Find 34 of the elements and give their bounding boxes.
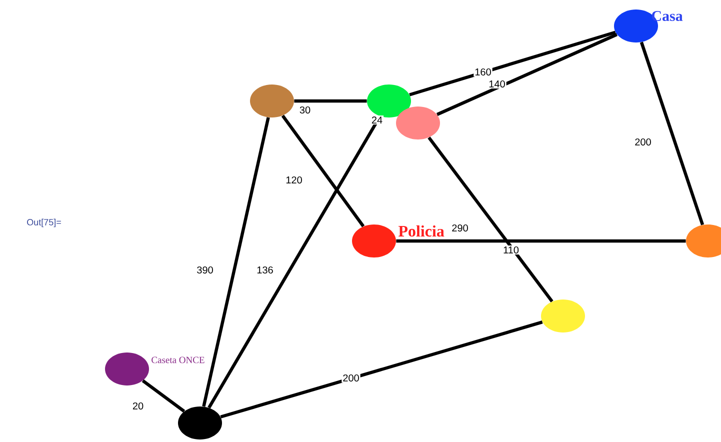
edge-label: 30 — [298, 105, 312, 115]
graph-vertex — [178, 406, 222, 440]
edge-line — [202, 117, 270, 407]
graph-vertex — [352, 224, 396, 258]
graph-vertex — [686, 224, 721, 258]
node-caption: Casa — [652, 10, 683, 22]
node-caption: Policia — [398, 225, 444, 237]
edge-label: 390 — [196, 265, 214, 275]
graph-vertex — [541, 299, 585, 332]
edge-label: 110 — [502, 245, 520, 255]
graph-vertex — [250, 84, 294, 118]
edge-line — [640, 42, 704, 226]
edge-line — [220, 320, 543, 418]
edge-line — [396, 239, 686, 243]
edge-line — [436, 33, 618, 116]
edge-line — [281, 114, 365, 228]
edge-label: 200 — [342, 373, 360, 383]
edge-label: 200 — [634, 137, 652, 147]
edge-label: 20 — [131, 401, 145, 411]
weight-number: 24 — [370, 116, 384, 124]
edge-label: 140 — [488, 79, 506, 89]
edge-line — [409, 30, 616, 96]
edge-label: 290 — [450, 223, 470, 233]
graph-vertex — [105, 352, 149, 386]
graph-vertex — [367, 84, 411, 118]
edge-line — [428, 136, 554, 302]
edge-label: 136 — [256, 265, 274, 275]
edge-line — [142, 379, 186, 413]
edge-label: 120 — [284, 175, 304, 185]
graph-vertex — [396, 106, 440, 140]
edge-line — [294, 99, 367, 103]
node-caption: Caseta ONCE — [152, 356, 204, 364]
edge-label: 160 — [474, 67, 492, 77]
output-prompt: Out[75]= — [27, 218, 61, 228]
